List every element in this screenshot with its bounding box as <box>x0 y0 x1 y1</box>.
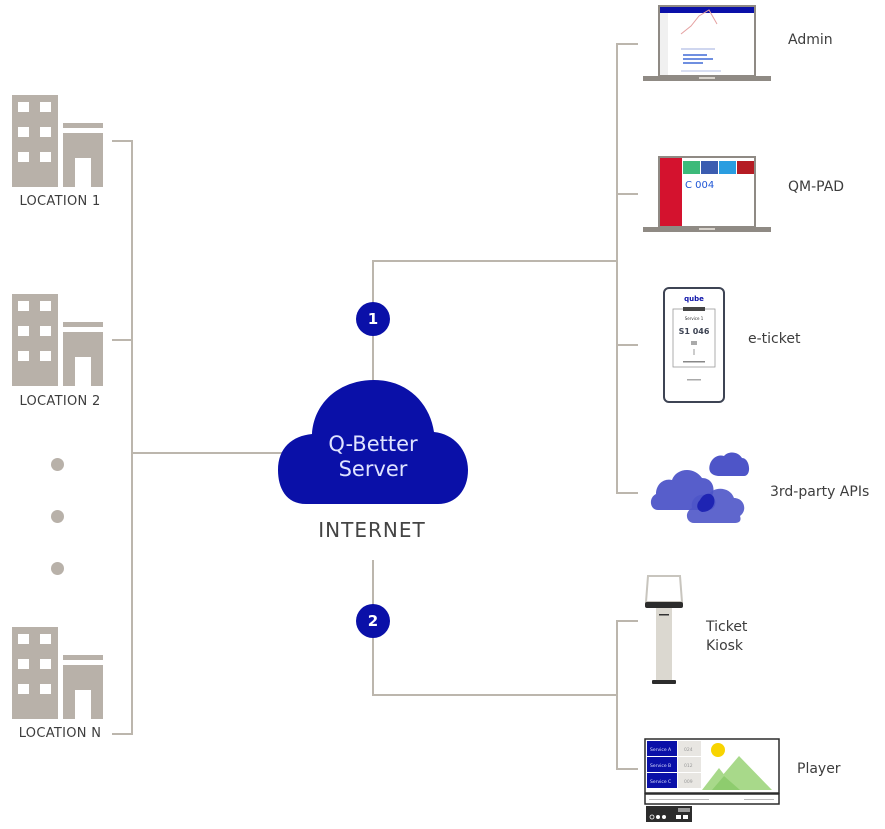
server-to-group1-horizontal <box>372 260 618 262</box>
ticket-kiosk-icon <box>644 575 684 684</box>
group1-trunk-line <box>616 43 618 493</box>
connection-badge-2: 2 <box>356 604 390 638</box>
location-2 <box>12 294 107 390</box>
admin-connector <box>616 43 638 45</box>
locations-trunk-line <box>131 140 133 735</box>
eticket-number: S1 046 <box>679 327 710 336</box>
location-1-label: LOCATION 1 <box>19 194 101 209</box>
location-2-connector <box>112 339 133 341</box>
ticket-kiosk-label-line2: Kiosk <box>706 638 744 654</box>
kiosk-connector <box>616 620 638 622</box>
player-number-a: 024 <box>684 747 693 753</box>
building-icon <box>12 294 103 386</box>
admin-laptop-icon <box>643 5 771 81</box>
ticket-kiosk-label-line1: Ticket <box>706 619 748 635</box>
ellipsis-dot <box>51 510 64 523</box>
location-2-label: LOCATION 2 <box>19 394 101 409</box>
server-to-group2-horizontal <box>372 694 618 696</box>
qmpad-laptop-icon: C 004 <box>643 156 771 232</box>
eticket-phone-icon: qube Service 1 S1 046 <box>663 287 725 403</box>
location-n-connector <box>112 733 133 735</box>
group2-trunk-line <box>616 620 618 770</box>
third-party-apis-label: 3rd-party APIs <box>770 484 870 500</box>
server-name-line1: Q-Better <box>328 432 418 456</box>
third-party-apis-cloud-icon <box>650 452 750 523</box>
eticket-brand: qube <box>684 295 704 303</box>
server-cloud-icon <box>278 380 468 504</box>
ellipsis-dot <box>51 458 64 471</box>
building-icon <box>12 627 103 719</box>
player-display-icon: Service A Service B Service C 024 012 00… <box>644 738 780 822</box>
player-service-c: Service C <box>650 779 671 785</box>
server-name-line2: Server <box>338 457 408 481</box>
player-number-c: 009 <box>684 779 693 785</box>
internet-label: INTERNET <box>318 518 426 542</box>
location-n-label: LOCATION N <box>18 726 102 741</box>
player-service-b: Service B <box>650 763 671 769</box>
player-connector <box>616 768 638 770</box>
qmpad-label: QM-PAD <box>788 179 845 195</box>
location-1-connector <box>112 140 133 142</box>
qmpad-ticket-number: C 004 <box>685 180 714 191</box>
connection-badge-1: 1 <box>356 302 390 336</box>
ellipsis-dot <box>51 562 64 575</box>
eticket-service: Service 1 <box>685 316 704 321</box>
admin-label: Admin <box>788 32 833 48</box>
player-label: Player <box>797 761 841 777</box>
locations-to-server-line <box>131 452 291 454</box>
apis-connector <box>616 492 638 494</box>
player-number-b: 012 <box>684 763 693 769</box>
player-service-a: Service A <box>650 747 672 753</box>
qmpad-connector <box>616 193 638 195</box>
location-1 <box>12 95 107 191</box>
eticket-connector <box>616 344 638 346</box>
building-icon <box>12 95 103 187</box>
location-n <box>12 627 107 723</box>
eticket-label: e-ticket <box>748 331 801 347</box>
